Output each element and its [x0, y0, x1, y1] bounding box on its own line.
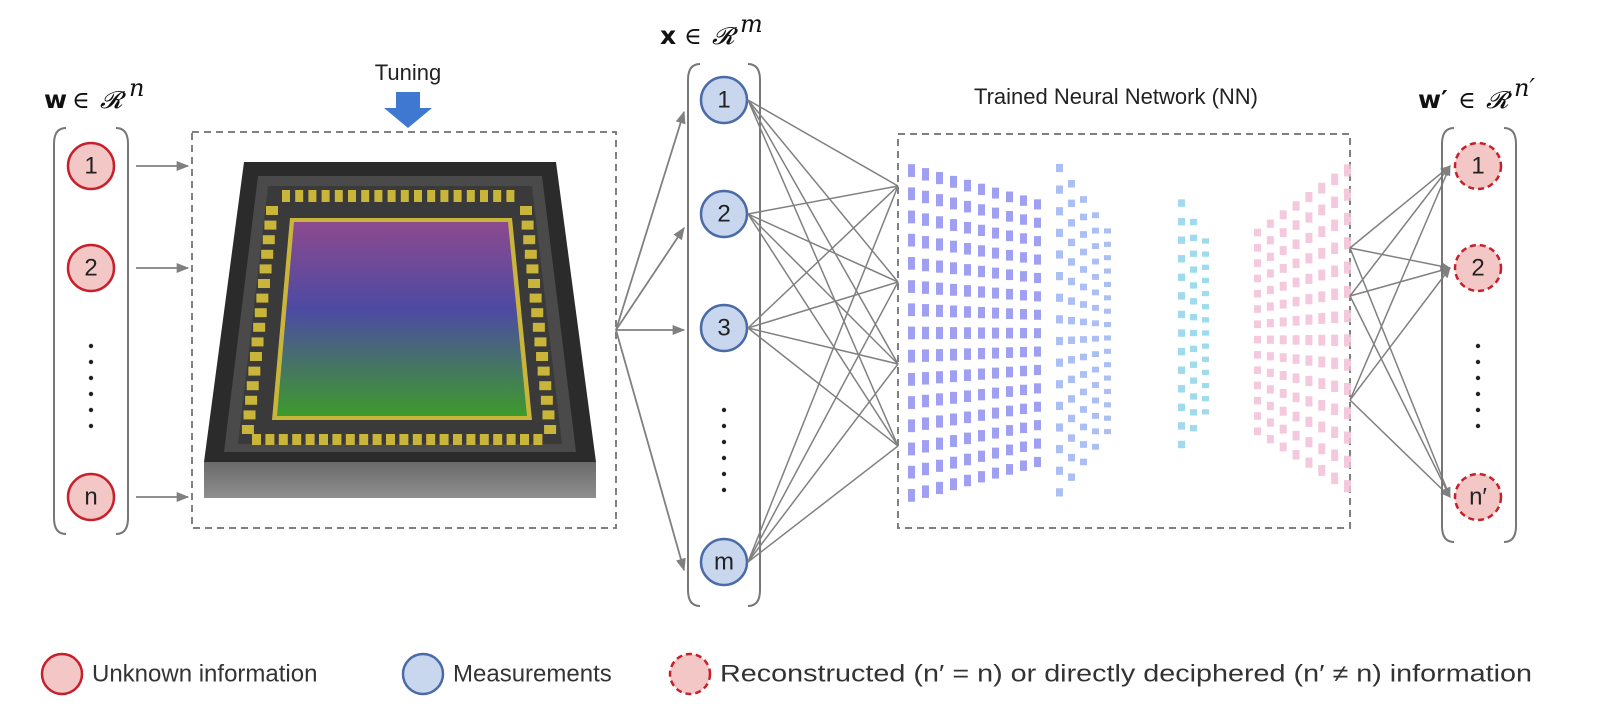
w-prime-symbol: w′ [1418, 85, 1448, 114]
measurement-ellipsis [721, 407, 727, 493]
input-ellipsis [88, 343, 94, 429]
w-left-bracket [53, 127, 67, 535]
w-prime-right-bracket [1503, 127, 1517, 543]
svg-text:Measurements: Measurements [453, 661, 612, 688]
svg-text:3: 3 [717, 315, 730, 342]
x-exponent: m [740, 10, 763, 38]
nn-dashed-box [897, 133, 1351, 529]
input-arrows [136, 160, 190, 503]
x-space: 𝓡 [712, 22, 739, 50]
svg-text:1: 1 [84, 153, 97, 180]
nn-layer-4-icon [1254, 164, 1351, 493]
output-node-2: 2 [1453, 243, 1503, 293]
svg-text:2: 2 [717, 201, 730, 228]
nn-input-connections [747, 99, 899, 563]
svg-text:1: 1 [717, 87, 730, 114]
x-vector-label: x ∈ 𝓡 m [660, 10, 763, 50]
nn-output-connections [1349, 165, 1452, 498]
measurement-node-2: 2 [699, 189, 749, 239]
output-ellipsis [1475, 343, 1481, 429]
nn-label: Trained Neural Network (NN) [974, 84, 1258, 109]
sensor-output-arrows [615, 110, 686, 572]
w-symbol: w [44, 85, 67, 114]
w-prime-relation: ∈ [1458, 86, 1476, 114]
output-node-1: 1 [1453, 141, 1503, 191]
svg-text:m: m [714, 549, 734, 576]
w-space: 𝓡 [100, 86, 127, 114]
image-sensor-chip-icon [204, 162, 596, 498]
measurement-node-3: 3 [699, 303, 749, 353]
nn-layer-2-icon [1056, 163, 1111, 497]
w-prime-space: 𝓡 [1486, 86, 1513, 114]
x-relation: ∈ [684, 22, 702, 50]
legend: Unknown information Measurements Reconst… [40, 652, 1532, 696]
legend-reconstructed: Reconstructed (n′ = n) or directly decip… [668, 652, 1532, 696]
w-right-bracket [115, 127, 129, 535]
svg-text:2: 2 [1471, 255, 1484, 282]
svg-text:n: n [84, 484, 97, 511]
output-node-n-prime: n′ [1453, 472, 1503, 522]
svg-text:Unknown information: Unknown information [92, 661, 317, 688]
w-prime-vector-label: w′ ∈ 𝓡 n′ [1418, 74, 1535, 114]
input-node-2: 2 [66, 243, 116, 293]
legend-measurements: Measurements [401, 652, 612, 696]
nn-layer-3-icon [1178, 199, 1209, 449]
w-prime-exponent: n′ [1514, 74, 1535, 102]
svg-text:n′: n′ [1469, 484, 1487, 511]
input-node-n: n [66, 472, 116, 522]
w-vector-label: w ∈ 𝓡 n [44, 74, 144, 114]
svg-text:2: 2 [84, 255, 97, 282]
measurement-node-1: 1 [699, 75, 749, 125]
tuning-label: Tuning [375, 60, 441, 85]
input-node-1: 1 [66, 141, 116, 191]
w-prime-left-bracket [1441, 127, 1455, 543]
sensor-dashed-box [191, 131, 617, 529]
svg-text:Reconstructed (n′ = n) or dire: Reconstructed (n′ = n) or directly decip… [720, 661, 1532, 688]
w-exponent: n [129, 74, 144, 102]
svg-text:1: 1 [1471, 153, 1484, 180]
w-relation: ∈ [72, 86, 90, 114]
tuning-arrow-icon [384, 92, 432, 128]
x-symbol: x [660, 21, 676, 50]
legend-unknown: Unknown information [40, 652, 317, 696]
measurement-node-m: m [699, 537, 749, 587]
nn-layer-1-icon [908, 164, 1041, 502]
x-right-bracket [747, 63, 761, 607]
x-left-bracket [687, 63, 701, 607]
